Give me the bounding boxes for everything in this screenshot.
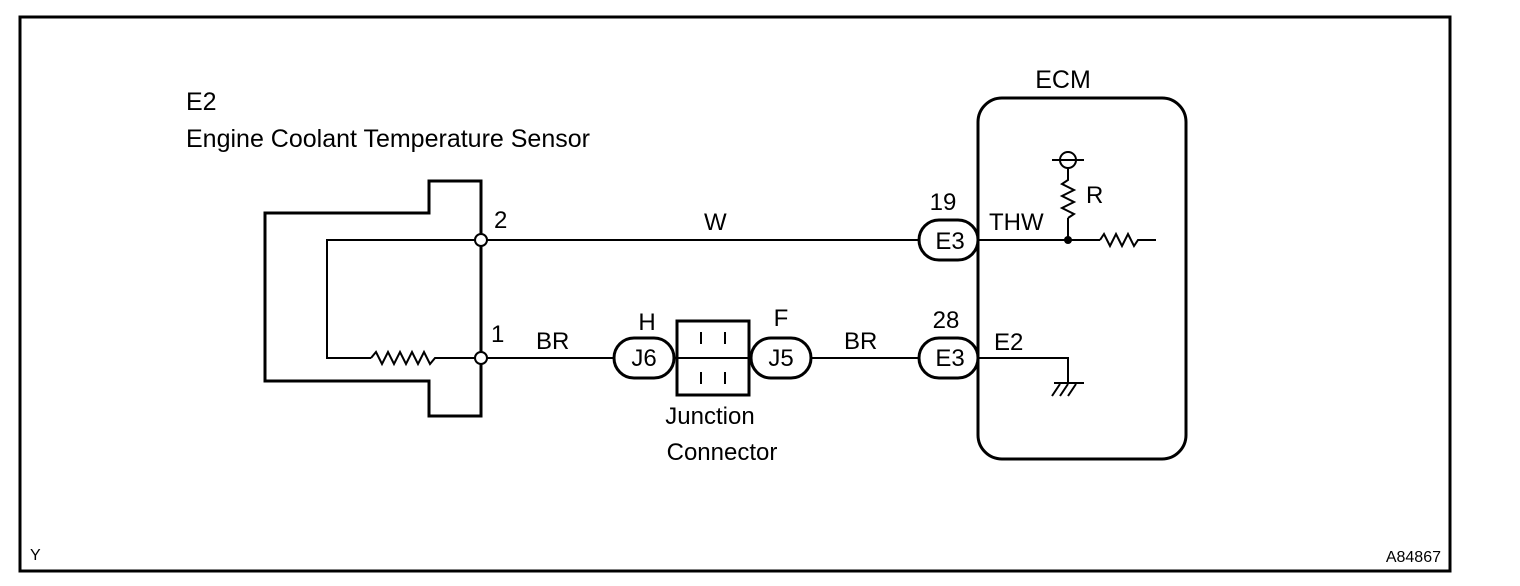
terminal-f-label: F	[774, 305, 789, 332]
footer-left-code: Y	[30, 547, 41, 564]
ground-wire	[978, 357, 1069, 382]
terminal-h-label: H	[638, 309, 655, 336]
pullup-resistor	[1059, 168, 1077, 219]
junction-label-line2: Connector	[667, 439, 778, 466]
thw-load-resistor	[1099, 231, 1156, 249]
sensor-pin-1: 1	[491, 321, 504, 348]
ground-icon	[1051, 382, 1084, 397]
ecm-pin-28: 28	[933, 307, 960, 334]
diagram-frame	[18, 15, 1452, 573]
ecm-box	[976, 96, 1188, 461]
ecm-resistor-label: R	[1086, 182, 1103, 209]
figure-id: A84867	[1386, 549, 1441, 566]
ecm-signal-thw: THW	[989, 209, 1044, 236]
sensor-terminal-1	[474, 351, 488, 365]
wire-w-label: W	[704, 209, 727, 236]
connector-j6-label: J6	[631, 345, 656, 372]
ecm-pin-19: 19	[930, 189, 957, 216]
ecm-signal-e2: E2	[994, 329, 1023, 356]
sensor-body	[263, 179, 483, 418]
junction-label-line1: Junction	[665, 403, 754, 430]
sensor-code: E2	[186, 88, 217, 116]
sensor-terminal-2	[474, 233, 488, 247]
connector-e3-bottom-label: E3	[935, 345, 964, 372]
sensor-name: Engine Coolant Temperature Sensor	[186, 125, 590, 153]
wire-br-right-label: BR	[844, 328, 877, 355]
thermistor-zigzag	[370, 349, 481, 367]
connector-e3-top-label: E3	[935, 228, 964, 255]
sensor-internal-wire	[326, 239, 481, 359]
wire-br-left-label: BR	[536, 328, 569, 355]
connector-j5-label: J5	[768, 345, 793, 372]
ecm-title: ECM	[1035, 66, 1091, 94]
sensor-pin-2: 2	[494, 207, 507, 234]
